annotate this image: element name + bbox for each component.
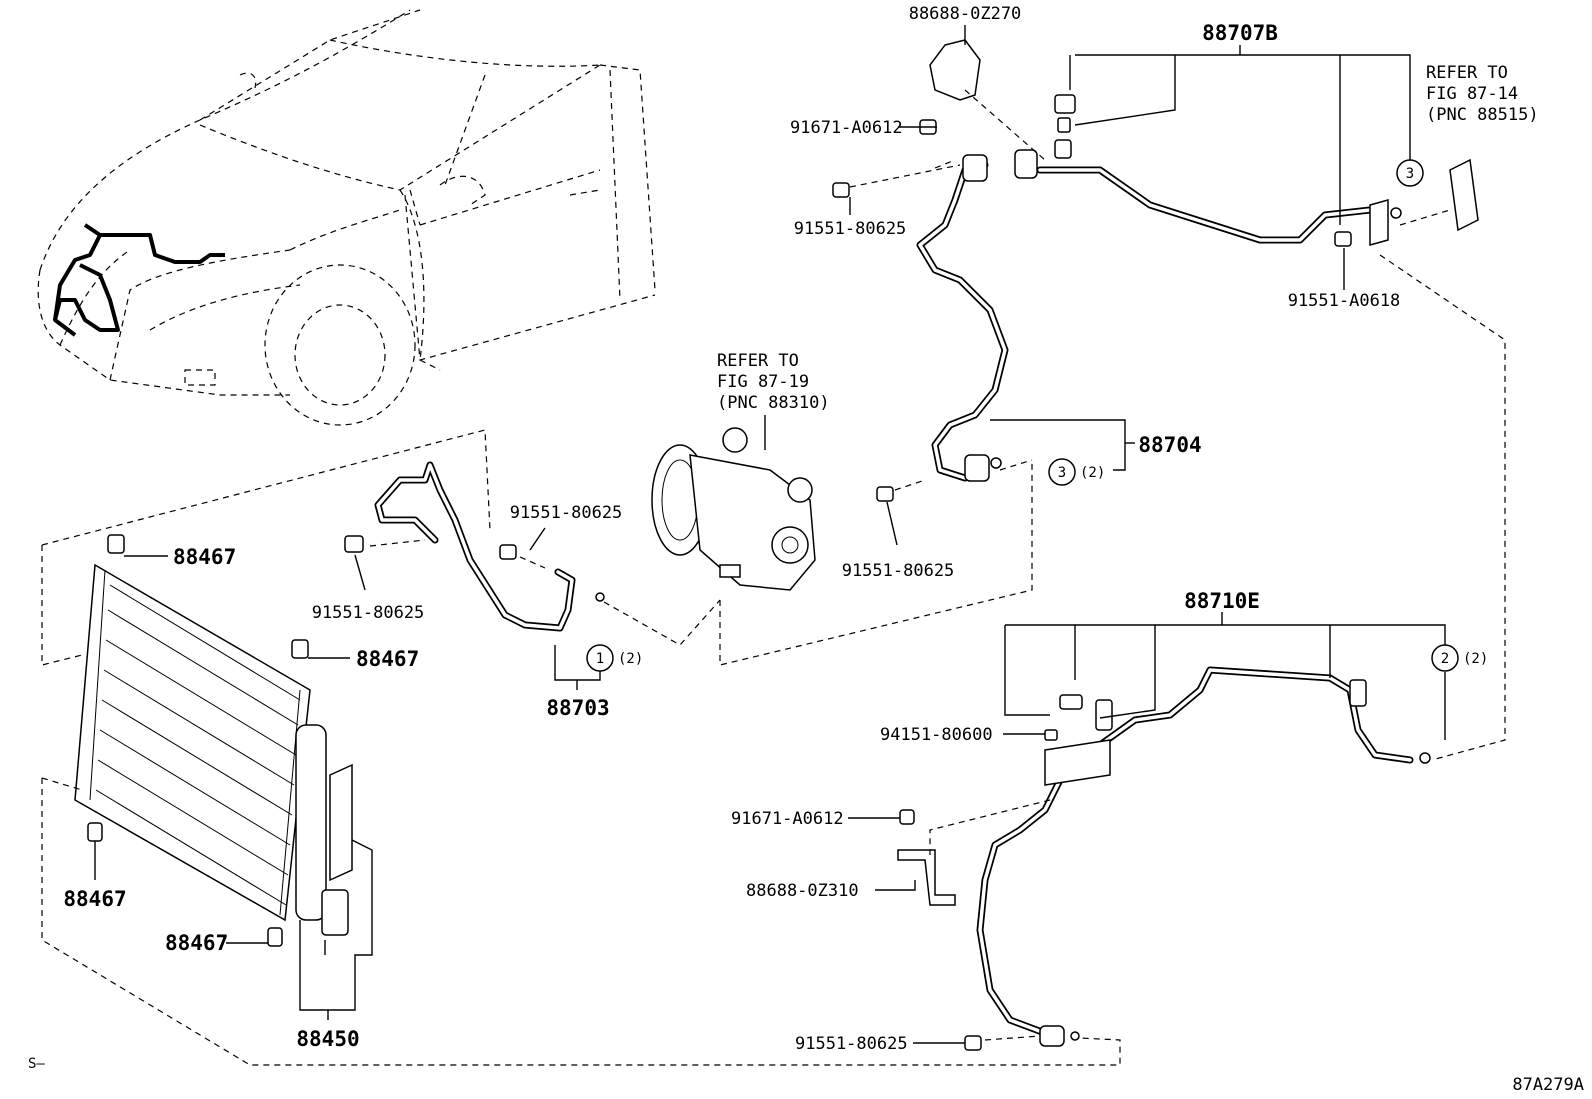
callout-3-mid	[1048, 458, 1076, 486]
callout-1-qty: (2)	[618, 651, 643, 667]
figure-code: 87A279A	[1512, 1075, 1584, 1095]
callout-3-mid-label: 3	[1058, 465, 1066, 481]
dashed-boundaries	[41, 89, 1506, 1066]
label-88467-d[interactable]: 88467	[165, 931, 228, 955]
callouts: 1 (2) 2 (2) 3 3 (2)	[586, 159, 1488, 672]
vehicle-illustration	[37, 9, 656, 426]
ref-87-19-line2: FIG 87-19	[717, 372, 809, 392]
label-91551-80625-b[interactable]: 91551-80625	[842, 561, 955, 581]
callout-1	[586, 644, 614, 672]
callout-3-mid-qty: (2)	[1080, 465, 1105, 481]
callout-2-label: 2	[1441, 651, 1449, 667]
condenser-assembly	[74, 534, 353, 947]
callout-3-top	[1396, 159, 1424, 187]
label-94151-80600[interactable]: 94151-80600	[880, 725, 993, 745]
label-91551-80625-e[interactable]: 91551-80625	[795, 1034, 908, 1054]
ref-87-14-line1: REFER TO	[1426, 63, 1508, 83]
callout-2-qty: (2)	[1463, 651, 1488, 667]
label-88467-b[interactable]: 88467	[356, 647, 419, 671]
callout-3-top-label: 3	[1406, 166, 1414, 182]
part-labels: 88688-0Z270 88707B 91671-A0612 91551-806…	[63, 4, 1400, 1054]
tube-88710e	[897, 666, 1431, 1051]
label-88467-c[interactable]: 88467	[63, 887, 126, 911]
hose-88704	[832, 154, 1009, 502]
ref-87-19-line3: (PNC 88310)	[717, 393, 830, 413]
label-88688-0z310[interactable]: 88688-0Z310	[746, 881, 859, 901]
ref-87-14-line2: FIG 87-14	[1426, 84, 1518, 104]
leader-lines	[94, 25, 1446, 1044]
footer-left-mark: S–	[28, 1056, 45, 1072]
label-91551-a0618[interactable]: 91551-A0618	[1288, 291, 1401, 311]
callout-1-label: 1	[596, 651, 604, 667]
label-88467-a[interactable]: 88467	[173, 545, 236, 569]
label-88703[interactable]: 88703	[546, 696, 609, 720]
reference-notes: REFER TO FIG 87-14 (PNC 88515) REFER TO …	[717, 63, 1539, 413]
label-88707b[interactable]: 88707B	[1202, 21, 1278, 45]
label-91551-80625-c[interactable]: 91551-80625	[510, 503, 623, 523]
ref-87-14-line3: (PNC 88515)	[1426, 105, 1539, 125]
label-91671-a0612-bot[interactable]: 91671-A0612	[731, 809, 844, 829]
callout-2	[1431, 644, 1459, 672]
label-91551-80625-d[interactable]: 91551-80625	[312, 603, 425, 623]
compressor-illustration	[651, 427, 816, 591]
ref-87-19-line1: REFER TO	[717, 351, 799, 371]
label-91671-a0612-top[interactable]: 91671-A0612	[790, 118, 903, 138]
label-88710e[interactable]: 88710E	[1184, 589, 1260, 613]
hose-88703	[344, 461, 605, 632]
label-88688-0z270[interactable]: 88688-0Z270	[909, 4, 1022, 24]
label-91551-80625-a[interactable]: 91551-80625	[794, 219, 907, 239]
label-88704[interactable]: 88704	[1138, 433, 1201, 457]
label-88450[interactable]: 88450	[296, 1027, 359, 1051]
tube-88707b	[919, 39, 1479, 247]
